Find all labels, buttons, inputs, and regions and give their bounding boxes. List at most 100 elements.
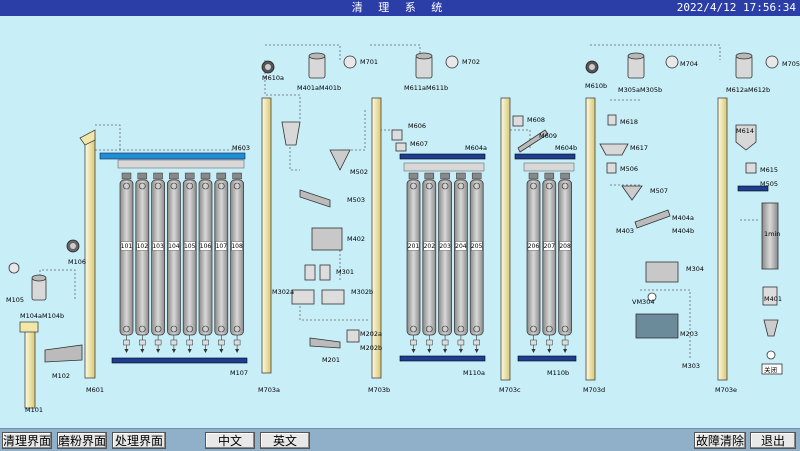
label-m203: M203	[680, 330, 698, 338]
label-m703d: M703d	[583, 386, 605, 394]
label-m107: M107	[230, 369, 248, 377]
valve-m615	[745, 162, 757, 174]
label-m612a: M612a	[726, 86, 748, 94]
label-m301: M301	[336, 268, 354, 276]
valve-m618	[607, 114, 617, 126]
scale-m401	[762, 286, 778, 306]
conveyor-m604b	[514, 153, 576, 160]
label-m302a: M302a	[272, 288, 294, 296]
silo-206: 206	[526, 172, 541, 353]
elevator-m703c	[500, 97, 511, 381]
label-m702: M702	[462, 58, 480, 66]
silo-label-103: 103	[152, 243, 164, 250]
valve-m202a	[346, 329, 360, 343]
chinese-button[interactable]: 中文	[205, 432, 255, 449]
silo-203: 203	[438, 172, 452, 353]
title-bar	[0, 0, 800, 16]
silo-103: 103	[151, 172, 165, 353]
milling-screen-button[interactable]: 磨粉界面	[57, 432, 107, 449]
label-m302b: M302b	[351, 288, 373, 296]
label-m404b: M404b	[672, 227, 694, 235]
silo-label-202: 202	[424, 243, 436, 250]
silo-label-106: 106	[200, 243, 212, 250]
scale-m301b	[319, 264, 331, 281]
silo-label-102: 102	[137, 243, 149, 250]
label-m703c: M703c	[499, 386, 521, 394]
silo-208: 208	[558, 172, 572, 353]
label-m304: M304	[686, 265, 704, 273]
silo-108: 108	[230, 172, 244, 353]
silo-104: 104	[167, 172, 181, 353]
valve-m607	[395, 142, 407, 152]
conveyor-m110b	[517, 355, 577, 362]
conveyor-m102	[44, 344, 83, 363]
silo-205: 205	[469, 172, 484, 353]
conveyor-m404	[634, 209, 671, 229]
silo-label-101: 101	[121, 243, 133, 250]
conveyor-m107	[111, 357, 248, 364]
silo-204: 204	[454, 172, 468, 353]
bottom-toolbar: 清理界面 磨粉界面 处理界面 中文 英文 故障清除 退出	[0, 428, 800, 451]
label-m704: M704	[680, 60, 698, 68]
silo-label-205: 205	[471, 243, 483, 250]
label-m615: M615	[760, 166, 778, 174]
label-m601: M601	[86, 386, 104, 394]
silo-102: 102	[135, 172, 150, 353]
label-m106: M106	[68, 258, 86, 266]
silo-label-201: 201	[408, 243, 420, 250]
silo-201: 201	[406, 172, 421, 353]
label-m701: M701	[360, 58, 378, 66]
vibrator-vm304	[647, 292, 657, 302]
fault-clear-button[interactable]: 故障清除	[694, 432, 746, 449]
label-vm304: VM304	[632, 298, 654, 306]
english-button[interactable]: 英文	[260, 432, 310, 449]
label-m507: M507	[650, 187, 668, 195]
fan-m704	[665, 55, 679, 69]
elevator-m703b	[371, 97, 382, 379]
label-m102: M102	[52, 372, 70, 380]
label-scale-time: 1min	[764, 230, 780, 238]
label-m101: M101	[25, 406, 43, 414]
label-m612b: M612b	[748, 86, 770, 94]
label-off: 关闭	[764, 365, 777, 374]
conveyor-m603	[99, 152, 246, 160]
exit-button[interactable]: 退出	[750, 432, 796, 449]
label-m703e: M703e	[715, 386, 737, 394]
silo-label-104: 104	[168, 243, 180, 250]
elevator-m703a	[261, 97, 272, 374]
valve-m608	[512, 115, 524, 127]
silo-label-107: 107	[216, 243, 228, 250]
silo-label-206: 206	[528, 243, 540, 250]
fan-m702	[445, 55, 459, 69]
label-m401: M401	[764, 295, 782, 303]
label-m404a: M404a	[672, 214, 694, 222]
silo-105: 105	[182, 172, 197, 353]
scourer-m304	[645, 261, 679, 283]
cleaning-section-1	[261, 52, 459, 379]
hopper-m617	[599, 143, 629, 156]
label-m305a: M305a	[618, 86, 640, 94]
label-m104b: M104b	[42, 312, 64, 320]
label-m606: M606	[408, 122, 426, 130]
label-m703b: M703b	[368, 386, 390, 394]
label-m104a: M104a	[20, 312, 42, 320]
label-m401b: M401b	[319, 84, 341, 92]
silo-label-108: 108	[231, 243, 243, 250]
silo-107: 107	[214, 172, 229, 353]
label-m611b: M611b	[426, 84, 448, 92]
label-m618: M618	[620, 118, 638, 126]
label-m614: M614	[736, 127, 754, 135]
cleaning-screen-button[interactable]: 清理界面	[2, 432, 52, 449]
off-indicator	[761, 363, 783, 375]
silo-207: 207	[542, 172, 557, 353]
processing-screen-button[interactable]: 处理界面	[112, 432, 166, 449]
label-m703a: M703a	[258, 386, 280, 394]
conveyor-m503	[299, 189, 331, 208]
label-m202a: M202a	[360, 330, 382, 338]
label-m617: M617	[630, 144, 648, 152]
separator-m502	[329, 149, 351, 171]
silo-label-208: 208	[559, 243, 571, 250]
elevator-m101	[24, 329, 36, 409]
label-m705: M705	[782, 60, 800, 68]
